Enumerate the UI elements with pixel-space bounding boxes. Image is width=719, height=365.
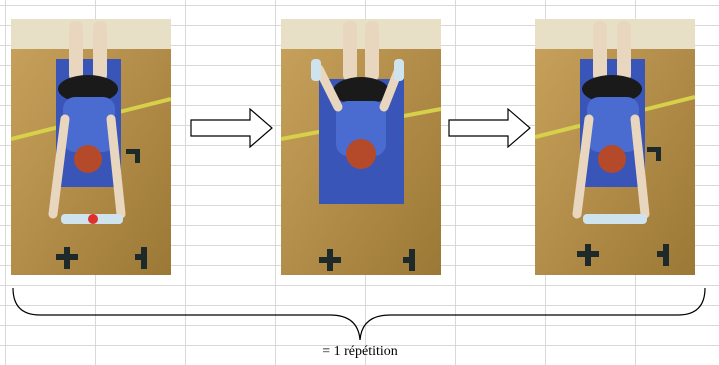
repetition-caption: = 1 répétition xyxy=(285,344,435,360)
